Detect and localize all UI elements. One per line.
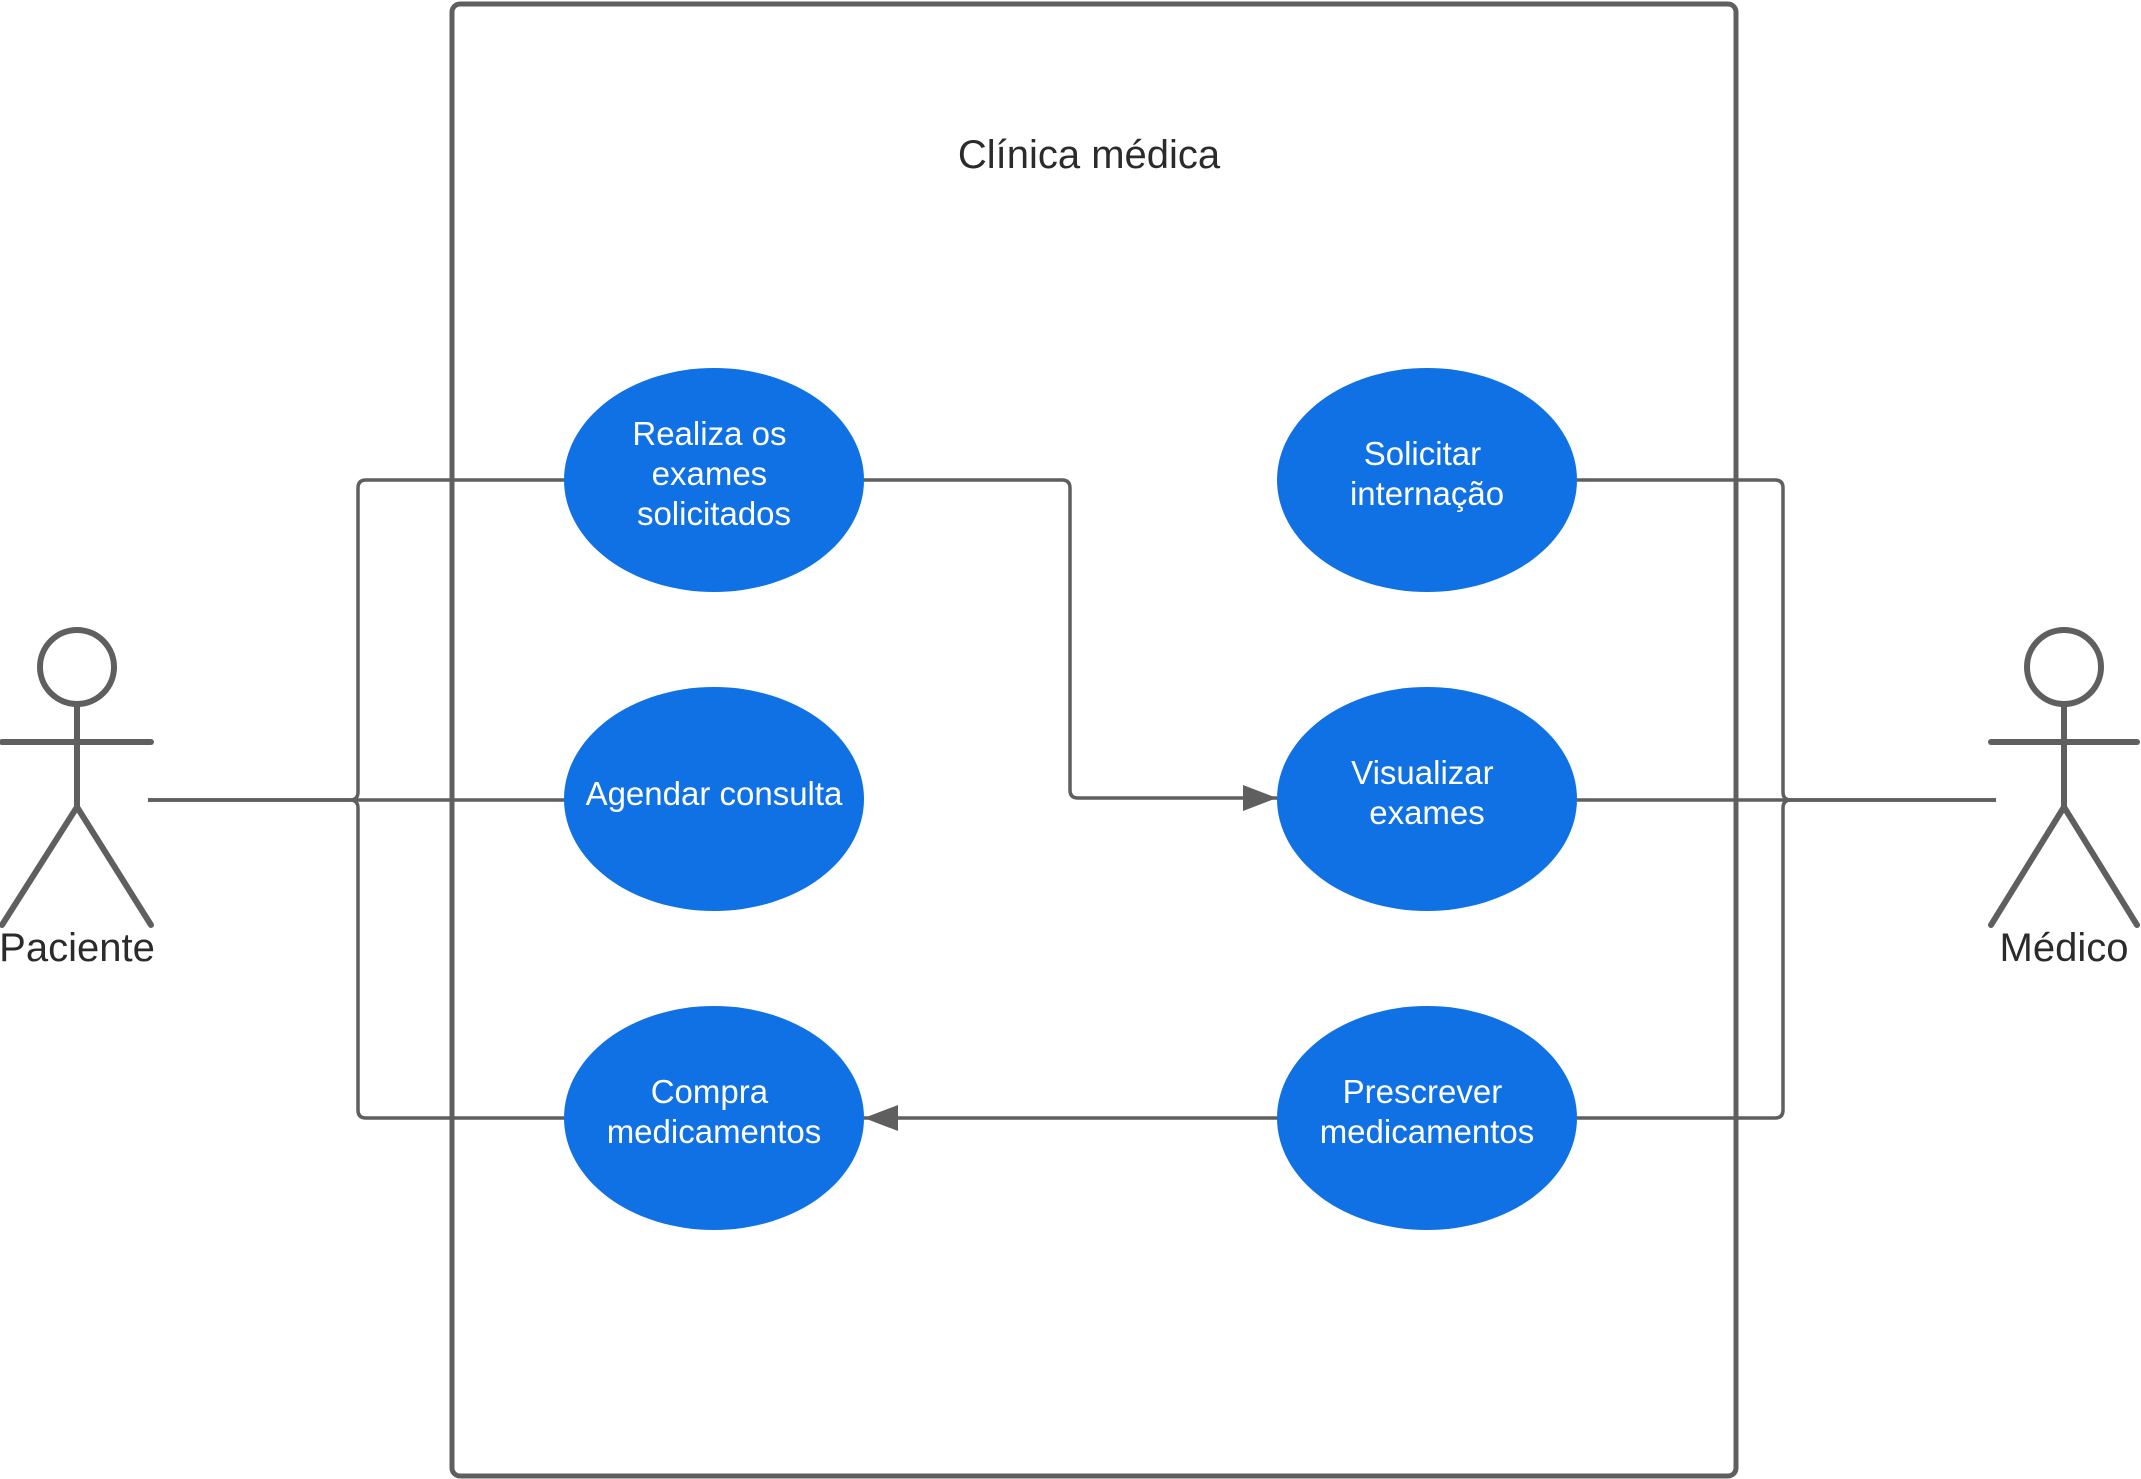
- system-boundary: [449, 1, 1739, 1479]
- use-case-shape: [564, 368, 864, 592]
- use-case-label: Visualizar exames: [1351, 754, 1503, 831]
- paciente-associations: [148, 478, 566, 1120]
- actor-leg-right: [2061, 804, 2140, 928]
- use-case-label: Agendar consulta: [586, 775, 843, 812]
- use-case-visualizar-exames[interactable]: Visualizar exames: [1277, 687, 1577, 911]
- actor-label: Médico: [2000, 926, 2129, 970]
- actor-head: [2024, 627, 2104, 707]
- use-case-label: Compra medicamentos: [607, 1073, 822, 1150]
- actor-paciente[interactable]: Paciente: [0, 627, 155, 970]
- use-case-solicitar-internacao[interactable]: Solicitar internação: [1277, 368, 1577, 592]
- use-case-label: Realiza os exames solicitados: [632, 415, 795, 532]
- use-case-realiza-exames[interactable]: Realiza os exames solicitados: [564, 368, 864, 592]
- actor-label: Paciente: [0, 926, 155, 970]
- association-paciente-realiza-exames: [148, 478, 566, 802]
- association-medico-prescrever-medicamentos: [1577, 798, 1996, 1120]
- use-case-shape: [1277, 1006, 1577, 1230]
- system-title: Clínica médica: [958, 133, 1221, 177]
- actor-leg-right: [74, 804, 154, 928]
- association-medico-solicitar-internacao: [1577, 478, 1996, 802]
- use-case-prescrever-medicamentos[interactable]: Prescrever medicamentos: [1277, 1006, 1577, 1230]
- use-case-label: Solicitar internação: [1350, 435, 1504, 512]
- arrow-realiza-exames-to-visualizar-exames: [864, 478, 1277, 811]
- actor-head: [37, 627, 117, 707]
- use-case-shape: [1277, 368, 1577, 592]
- actor-medico[interactable]: Médico: [1988, 627, 2140, 970]
- use-case-agendar-consulta[interactable]: Agendar consulta: [564, 687, 864, 911]
- use-case-shape: [1277, 687, 1577, 911]
- medico-associations: [1577, 478, 1996, 1120]
- use-case-shape: [564, 1006, 864, 1230]
- use-case-compra-medicamentos[interactable]: Compra medicamentos: [564, 1006, 864, 1230]
- actor-leg-left: [1988, 804, 2067, 928]
- use-case-label: Prescrever medicamentos: [1320, 1073, 1535, 1150]
- association-paciente-compra-medicamentos: [148, 798, 566, 1120]
- actor-leg-left: [0, 804, 80, 928]
- use-case-shape: [564, 687, 864, 911]
